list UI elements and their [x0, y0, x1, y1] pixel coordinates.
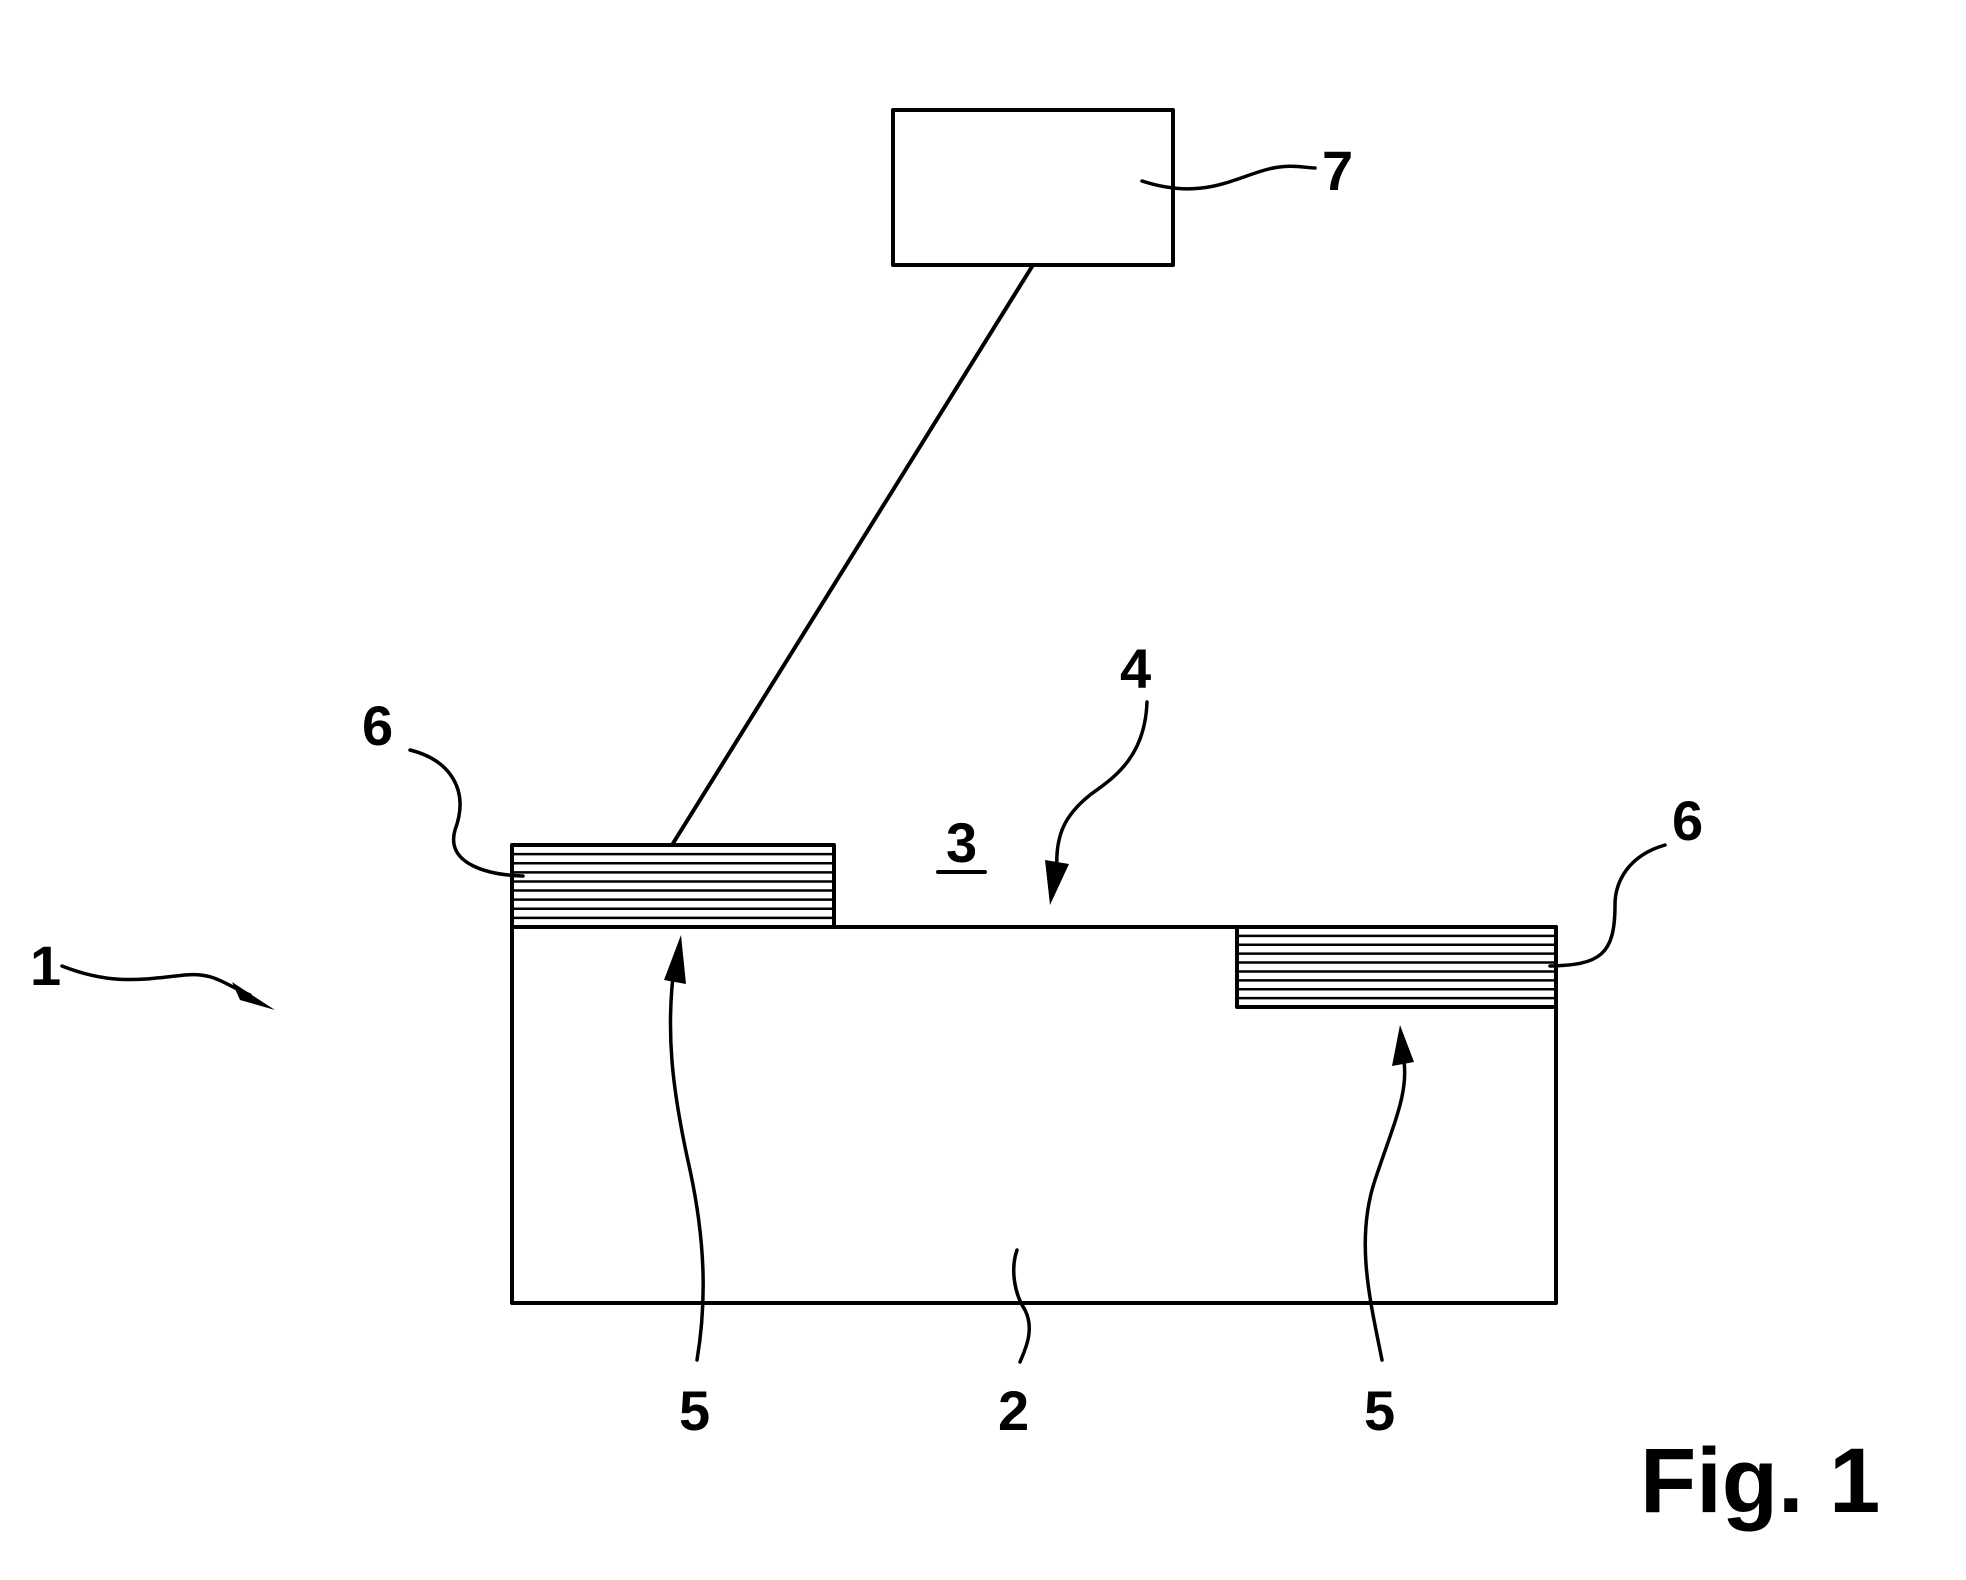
label-5-right: 5	[1364, 1379, 1395, 1442]
layer-stack-right	[1235, 925, 1558, 1009]
label-5-left: 5	[679, 1379, 710, 1442]
leader-4	[1055, 700, 1149, 872]
control-unit-box	[891, 108, 1175, 267]
figure-caption: Fig. 1	[1640, 1430, 1880, 1532]
label-6-right: 6	[1672, 789, 1703, 852]
label-6-left: 6	[362, 694, 393, 757]
leader-2	[1011, 1248, 1031, 1364]
label-3: 3	[946, 811, 977, 874]
label-4: 4	[1120, 637, 1151, 700]
leader-1	[60, 964, 252, 997]
connection-line	[670, 263, 1035, 847]
substrate-body	[510, 925, 1558, 1305]
arrowhead-5-left	[664, 935, 686, 984]
layer-stack-left	[510, 843, 836, 929]
arrowhead-1	[232, 982, 275, 1010]
label-2: 2	[998, 1379, 1029, 1442]
leader-5-left	[668, 958, 705, 1362]
leader-6-left	[408, 748, 525, 878]
leader-5-right	[1363, 1053, 1407, 1362]
arrowhead-4	[1045, 860, 1069, 905]
arrowhead-5-right	[1392, 1025, 1414, 1066]
leader-7	[1140, 164, 1317, 191]
leader-6-right	[1548, 843, 1667, 968]
label-1: 1	[30, 934, 61, 997]
label-7: 7	[1322, 139, 1353, 202]
